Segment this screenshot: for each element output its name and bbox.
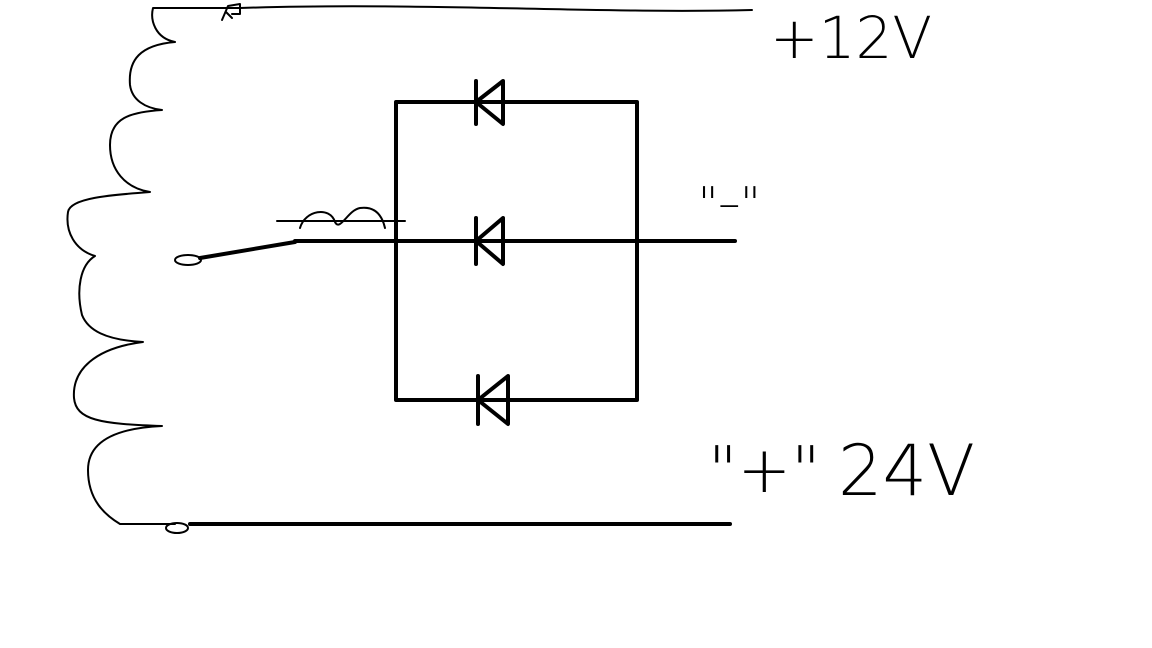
fuse-symbol [276,206,406,229]
cursor-icon [221,3,241,21]
bottom-terminal [165,522,189,534]
diode-middle [474,216,505,266]
plus-label: "+" [708,434,821,508]
bottom-voltage-label: 24V [838,430,975,512]
diode-top [474,79,505,126]
switch-lead [198,240,297,260]
minus-label: "–" [698,178,760,229]
center-tap-terminal [174,254,202,266]
transformer-winding [66,5,753,525]
diode-frame [394,100,639,402]
top-voltage-label: +12V [770,4,932,72]
diode-bottom [476,374,510,426]
